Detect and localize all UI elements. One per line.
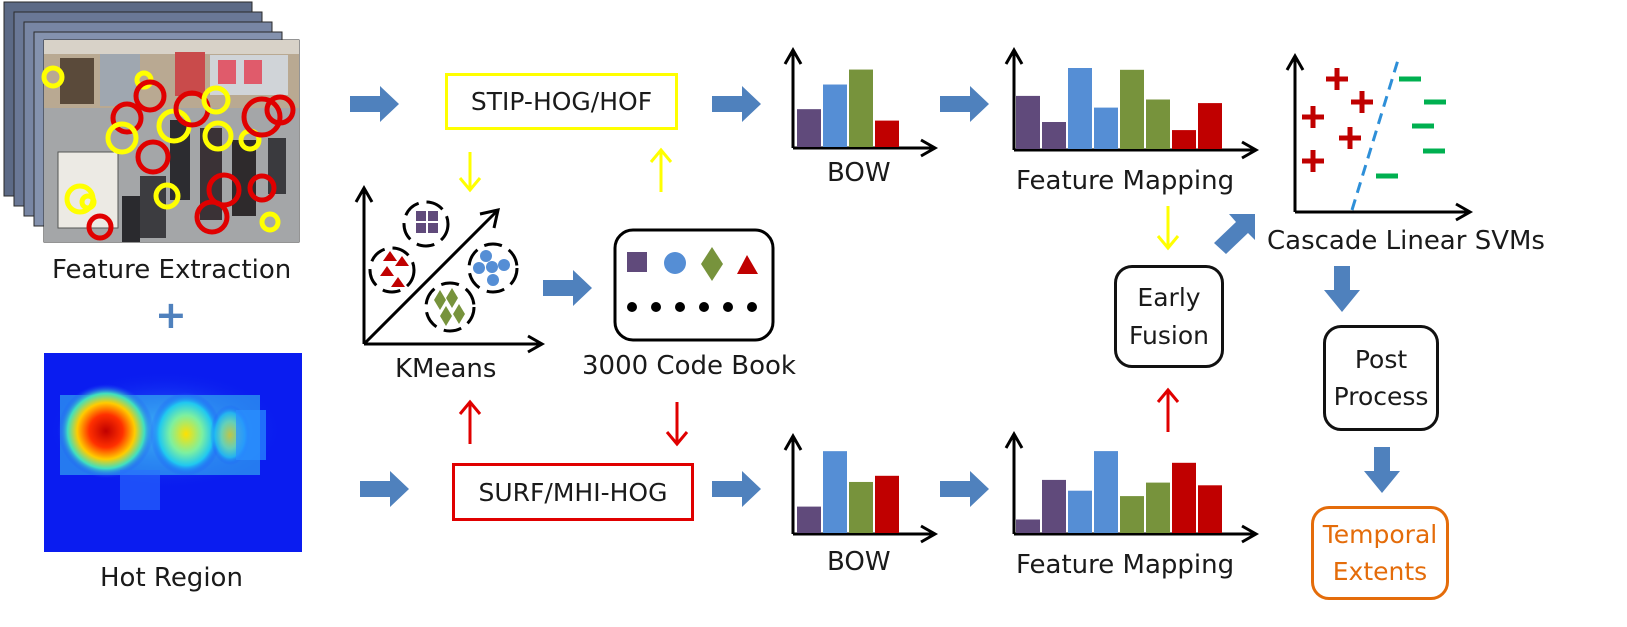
arrow-right-icon [543,270,592,306]
codebook-circle-icon [664,252,686,274]
temporal-extents-box: Temporal Extents [1311,506,1449,600]
arrow-right-icon [712,471,761,507]
kmeans-label: KMeans [395,354,497,384]
temporal-extents-line1: Temporal [1322,519,1438,549]
svm-negative-samples [1376,76,1446,179]
codebook-diamond-icon [701,247,723,281]
svm-plot [1285,52,1474,222]
code-book-label: 3000 Code Book [582,351,796,381]
hot-region-label: Hot Region [100,563,243,593]
cascade-svms-label: Cascade Linear SVMs [1267,226,1545,256]
histogram-charts [783,46,1260,544]
chart-bar [797,109,821,147]
chart-bar [823,451,847,533]
flow-arrows-yellow [458,147,1180,251]
early-fusion-line1: Early [1137,283,1201,312]
chart-bar [875,475,899,533]
code-book [613,228,775,342]
chart-y-axis-arrowhead [783,46,803,65]
flow-arrows-red [458,387,1180,447]
early-fusion-box: Early Fusion [1114,265,1224,368]
chart-x-axis-arrowhead [1241,140,1260,160]
kmeans-plot [354,184,546,354]
temporal-extents-line2: Extents [1332,557,1428,586]
chart-bar [1172,462,1196,533]
chart-bar [1120,69,1144,149]
chart-x-axis-arrowhead [920,524,939,544]
video-frame-stack [3,1,300,243]
arrow-right-icon [360,471,409,507]
plus-icon: + [155,293,187,337]
chart-bar [1146,482,1170,533]
interest-point-circles [41,65,296,241]
chart-bar [1068,490,1092,533]
chart-x-axis-arrowhead [1241,524,1260,544]
post-process-box: Post Process [1323,325,1439,431]
chart-bar [1016,95,1040,149]
chart-y-axis-arrowhead [1004,46,1024,65]
chart-bar [1094,451,1118,533]
arrow-down-icon [1364,447,1400,493]
arrow-down-icon [1324,266,1360,312]
chart-y-axis-arrowhead [783,432,803,451]
chart-bar [1198,103,1222,149]
arrow-diagonal-icon [1214,214,1255,254]
chart-x-axis-arrowhead [920,138,939,158]
kmeans-clusters [368,200,519,333]
chart-bar [849,69,873,147]
chart-bar [1146,99,1170,149]
post-process-line2: Process [1333,382,1429,411]
chart-bar [1172,130,1196,149]
arrow-right-icon [940,471,989,507]
arrow-right-icon [712,86,761,122]
chart-bar [1094,107,1118,149]
hot-region-heatmap [44,353,302,552]
feature-extraction-label: Feature Extraction [52,255,292,285]
chart-bar [849,481,873,533]
arrow-right-icon [940,86,989,122]
surf-mhi-hog-box: SURF/MHI-HOG [452,463,694,521]
codebook-triangle-icon [737,255,758,274]
codebook-dots [627,302,757,312]
svm-decision-boundary [1350,59,1400,211]
chart-bar [875,120,899,147]
stip-hog-hof-box: STIP-HOG/HOF [445,73,678,130]
bow-bottom-label: BOW [827,547,891,577]
chart-bar [1042,122,1066,149]
chart-bar [1068,68,1092,149]
chart-bar [1042,479,1066,533]
chart-bar [1198,485,1222,533]
chart-bar [1016,519,1040,533]
chart-bar [1120,496,1144,533]
early-fusion-line2: Fusion [1129,320,1209,350]
svm-positive-samples [1302,68,1373,172]
chart-y-axis-arrowhead [1004,430,1024,449]
flow-arrows-blue [350,86,1400,507]
arrow-right-icon [350,86,399,122]
chart-bar [797,506,821,533]
bow-top-label: BOW [827,158,891,188]
feature-mapping-top-label: Feature Mapping [1016,166,1235,196]
chart-bar [823,84,847,147]
feature-mapping-bottom-label: Feature Mapping [1016,550,1235,580]
post-process-line1: Post [1354,344,1408,374]
codebook-square-icon [627,252,647,272]
